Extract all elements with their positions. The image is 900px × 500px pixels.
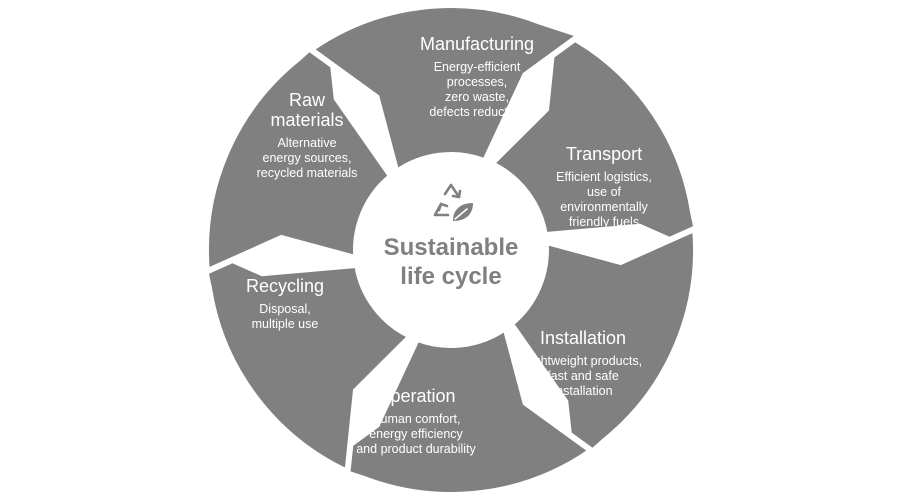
stage-description-line: Efficient logistics, xyxy=(556,170,652,184)
stage-title: Operation xyxy=(376,386,455,406)
center-title-line-1: Sustainable xyxy=(384,234,519,261)
center-title-line-2: life cycle xyxy=(400,263,501,290)
stage-description-line: Lightweight products, xyxy=(524,354,642,368)
stage-1: ManufacturingEnergy-efficientprocesses,z… xyxy=(420,34,534,119)
stage-title: materials xyxy=(270,110,343,130)
center-title: Sustainable life cycle xyxy=(384,234,519,290)
stage-title: Transport xyxy=(566,144,642,164)
stage-description-line: defects reduction xyxy=(429,105,524,119)
stage-description-line: use of xyxy=(587,185,622,199)
stage-description-line: Disposal, xyxy=(259,302,310,316)
stage-description-line: friendly fuels xyxy=(569,215,639,229)
stage-description-line: environmentally xyxy=(560,200,648,214)
stage-description-line: and product durability xyxy=(356,442,476,456)
stage-description-line: Human comfort, xyxy=(372,412,461,426)
cycle-segments xyxy=(195,2,707,498)
stage-labels: ManufacturingEnergy-efficientprocesses,z… xyxy=(246,34,652,456)
stage-title: Raw xyxy=(289,90,326,110)
stage-description-line: installation xyxy=(553,384,612,398)
center-hub xyxy=(356,155,546,345)
stage-title: Manufacturing xyxy=(420,34,534,54)
stage-description-line: recycled materials xyxy=(257,166,358,180)
stage-description-line: fast and safe xyxy=(547,369,619,383)
stage-description-line: multiple use xyxy=(252,317,319,331)
recycle-leaf-icon xyxy=(433,183,473,221)
stage-description-line: Alternative xyxy=(277,136,336,150)
stage-description-line: Energy-efficient xyxy=(434,60,521,74)
stage-title: Recycling xyxy=(246,276,324,296)
stage-title: Installation xyxy=(540,328,626,348)
stage-description-line: energy sources, xyxy=(263,151,352,165)
stage-description-line: energy efficiency xyxy=(369,427,463,441)
stage-description-line: zero waste, xyxy=(445,90,509,104)
stage-description-line: processes, xyxy=(447,75,507,89)
